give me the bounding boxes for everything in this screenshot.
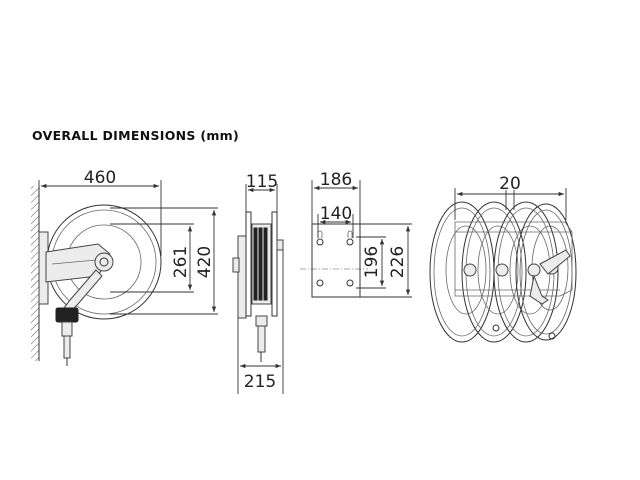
reel-1-rim: [433, 207, 491, 337]
wall-hatch: [31, 186, 39, 361]
reel-2-cap: [492, 324, 500, 332]
dim-20-label: 20: [499, 174, 521, 194]
dim-186-label: 186: [320, 170, 352, 190]
front-flange-right: [271, 211, 278, 317]
nozzle-body: [61, 321, 73, 337]
page-title: OVERALL DIMENSIONS (mm): [32, 128, 240, 143]
multi-hubs: [463, 249, 571, 305]
reel-1-drum: [445, 225, 487, 315]
reel-4-arm: [539, 249, 571, 275]
reel-2-drum: [477, 225, 519, 315]
reel-4-cap: [548, 332, 556, 340]
reel-3-outer: [493, 201, 559, 343]
arm-detail: [51, 259, 97, 265]
front-mount-plate: [237, 235, 247, 319]
front-view: 115 215: [232, 172, 284, 394]
reel-hub: [94, 252, 114, 272]
nozzle-tip: [63, 335, 71, 359]
dim-226-label: 226: [388, 246, 408, 278]
bracket-hole-bottom-left: [316, 279, 324, 287]
bracket-slot-top-left: [317, 230, 323, 238]
front-hose-wrap-3: [263, 227, 268, 301]
reel-4-outer: [515, 203, 577, 341]
hub-center: [99, 257, 109, 267]
front-flange-left: [245, 211, 252, 317]
front-clamp: [255, 315, 268, 327]
front-mount-tab: [232, 257, 240, 273]
reel-guide-arm: [529, 274, 549, 305]
hose-clamp: [55, 307, 79, 323]
dim-196-label: 196: [362, 246, 382, 278]
dim-460-label: 460: [84, 168, 116, 188]
front-hose-wrap-2: [258, 227, 263, 301]
bracket-hole-bottom-right: [346, 279, 354, 287]
multi-reel-view: 20: [429, 174, 577, 343]
front-hose-wrap-1: [253, 227, 258, 301]
reel-2-hub: [495, 263, 509, 277]
front-nozzle: [257, 325, 266, 353]
multi-mount-frame: [454, 221, 573, 297]
reel-3-hub: [527, 263, 541, 277]
bracket-view: 186 140 196 226: [300, 170, 412, 298]
side-view: 460 420 261: [31, 168, 218, 366]
bracket-slot-top-right: [347, 230, 353, 238]
bracket-hole-top-left: [316, 238, 324, 246]
dim-420-label: 420: [195, 246, 215, 278]
dim-140-label: 140: [320, 204, 352, 224]
reel-2-outer: [461, 201, 527, 343]
front-side-boss: [276, 239, 284, 251]
dim-261-label: 261: [171, 246, 191, 278]
dim-215-label: 215: [244, 372, 276, 392]
reel-1-hub: [463, 263, 477, 277]
dim-115-label: 115: [246, 172, 278, 192]
bracket-hole-top-right: [346, 238, 354, 246]
